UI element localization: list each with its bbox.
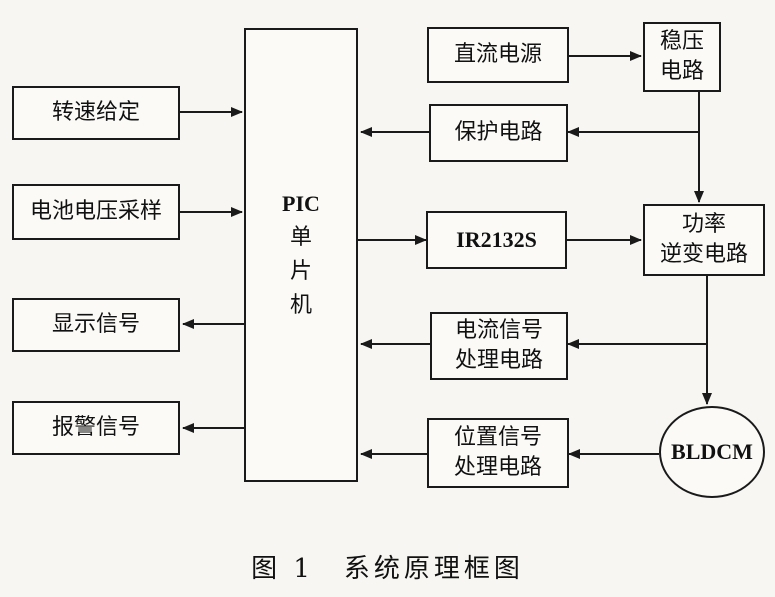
arrow-inverter-to-current	[567, 276, 708, 349]
speed-setting-label: 转速给定	[51, 100, 140, 125]
driver-label: IR2132S	[456, 227, 537, 252]
position-processing-block: 位置信号 处理电路	[427, 418, 569, 488]
display-signal-block: 显示信号	[12, 298, 180, 352]
dc-power-label: 直流电源	[453, 42, 542, 67]
inverter-label-2: 逆变电路	[659, 242, 748, 267]
regulator-block: 稳压 电路	[643, 22, 721, 92]
battery-sampling-label: 电池电压采样	[29, 199, 162, 224]
current-processing-block: 电流信号 处理电路	[430, 312, 568, 380]
position-processing-label-2: 处理电路	[453, 455, 542, 480]
speed-setting-block: 转速给定	[12, 86, 180, 140]
dc-power-block: 直流电源	[427, 27, 569, 83]
motor-label: BLDCM	[671, 439, 753, 464]
protection-label: 保护电路	[454, 120, 543, 145]
mcu-label-pic: PIC	[282, 191, 320, 216]
figure-caption: 图 1 系统原理框图	[251, 554, 524, 584]
current-processing-label-2: 处理电路	[454, 348, 543, 373]
inverter-label-1: 功率	[681, 212, 726, 237]
driver-block: IR2132S	[426, 211, 567, 269]
alarm-signal-label: 报警信号	[51, 415, 140, 440]
regulator-label-1: 稳压	[659, 29, 704, 54]
alarm-signal-block: 报警信号	[12, 401, 180, 455]
arrow-regulator-to-protection	[567, 92, 700, 137]
inverter-block: 功率 逆变电路	[643, 204, 765, 276]
current-processing-label-1: 电流信号	[454, 318, 543, 343]
mcu-block: PIC 单 片 机	[244, 28, 358, 482]
regulator-label-2: 电路	[659, 59, 704, 84]
mcu-label-line2: 单	[289, 225, 312, 250]
motor-circle: BLDCM	[659, 406, 765, 498]
battery-sampling-block: 电池电压采样	[12, 184, 180, 240]
position-processing-label-1: 位置信号	[453, 425, 542, 450]
mcu-label-line4: 机	[289, 293, 312, 318]
display-signal-label: 显示信号	[51, 312, 140, 337]
protection-block: 保护电路	[429, 104, 568, 162]
mcu-label-line3: 片	[289, 259, 312, 284]
